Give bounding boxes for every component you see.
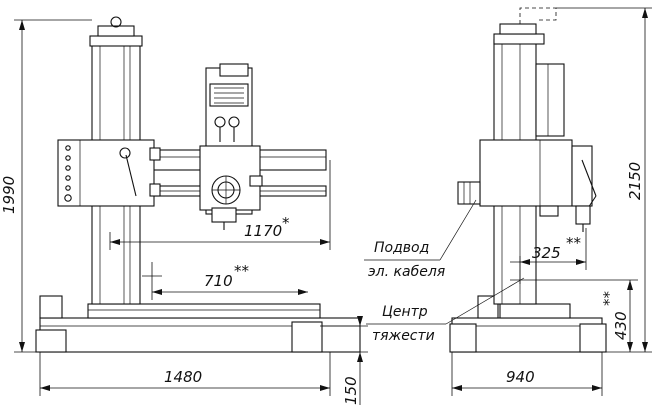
cable-label-line1: Подвод [374,240,429,256]
dim-325: 325 [532,244,561,262]
cable-label-line2: эл. кабеля [368,264,445,280]
dim-1170: 1170 [244,222,282,240]
side-motor [535,63,565,137]
cog-leader [445,277,525,325]
annotations: Подвод эл. кабеля Центр тяжести [364,199,525,344]
lifted-position [519,7,557,24]
dim-430-mark: ** [600,291,618,307]
front-dimensions: 1990 1170 * 710 ** 1480 150 [0,19,368,405]
cog-label-line1: Центр [382,304,428,320]
work-table [87,303,321,319]
side-drill-head [571,145,593,207]
dim-1170-mark: * [282,214,290,232]
side-dimensions: 2150 325 ** 430 ** 940 [451,7,652,396]
clamp-lever [125,154,137,197]
side-view [449,7,607,353]
dim-710: 710 [204,272,233,290]
side-arm-housing [479,139,573,207]
cog-label-line2: тяжести [372,328,435,344]
dim-150: 150 [342,376,360,405]
dim-2150: 2150 [626,162,644,200]
spindle [211,207,237,223]
lifting-eye [110,16,122,28]
dim-1480: 1480 [164,368,202,386]
front-view [35,16,361,353]
dim-940: 940 [506,368,535,386]
dim-325-mark: ** [566,234,582,252]
leveling-foot-left [39,295,63,319]
dim-710-mark: ** [234,262,250,280]
cable-leader [439,199,477,261]
speed-plate [209,83,249,107]
cable-box [457,181,481,205]
dim-430: 430 [612,311,630,340]
side-base [451,317,603,353]
dim-1990: 1990 [0,176,18,214]
leveling-foot-right [291,321,323,353]
control-box [57,139,155,207]
